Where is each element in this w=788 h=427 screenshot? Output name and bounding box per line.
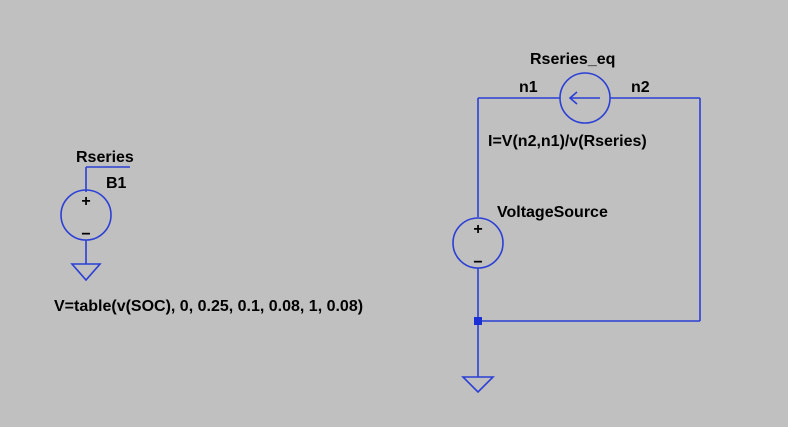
b1-source[interactable]: + − (60, 166, 130, 282)
voltage-source-circle (452, 217, 504, 269)
rseries-eq-current-source[interactable] (559, 72, 611, 124)
b1-value-expression: V=table(v(SOC), 0, 0.25, 0.1, 0.08, 1, 0… (54, 298, 363, 315)
rseries-eq-value-expression: I=V(n2,n1)/v(Rseries) (488, 133, 647, 150)
junction-dot (474, 317, 482, 325)
ground-symbol (461, 376, 495, 394)
voltage-source-minus-sign: − (473, 254, 482, 271)
arrow-left-icon (568, 91, 578, 105)
b1-instance-name: B1 (106, 175, 127, 192)
b1-minus-sign: − (81, 226, 90, 243)
voltage-source[interactable]: + − (452, 217, 504, 271)
voltage-source-plus-sign: + (473, 221, 482, 238)
node-label-n1: n1 (519, 79, 538, 96)
current-source-circle (559, 72, 611, 124)
node-label-n2: n2 (631, 79, 650, 96)
rseries-net-label: Rseries (76, 149, 134, 166)
voltage-source-instance-name: VoltageSource (497, 204, 608, 221)
b1-ground-symbol (70, 263, 102, 282)
main-circuit[interactable] (461, 97, 701, 394)
b1-plus-sign: + (81, 193, 90, 210)
rseries-eq-instance-name: Rseries_eq (530, 51, 615, 68)
